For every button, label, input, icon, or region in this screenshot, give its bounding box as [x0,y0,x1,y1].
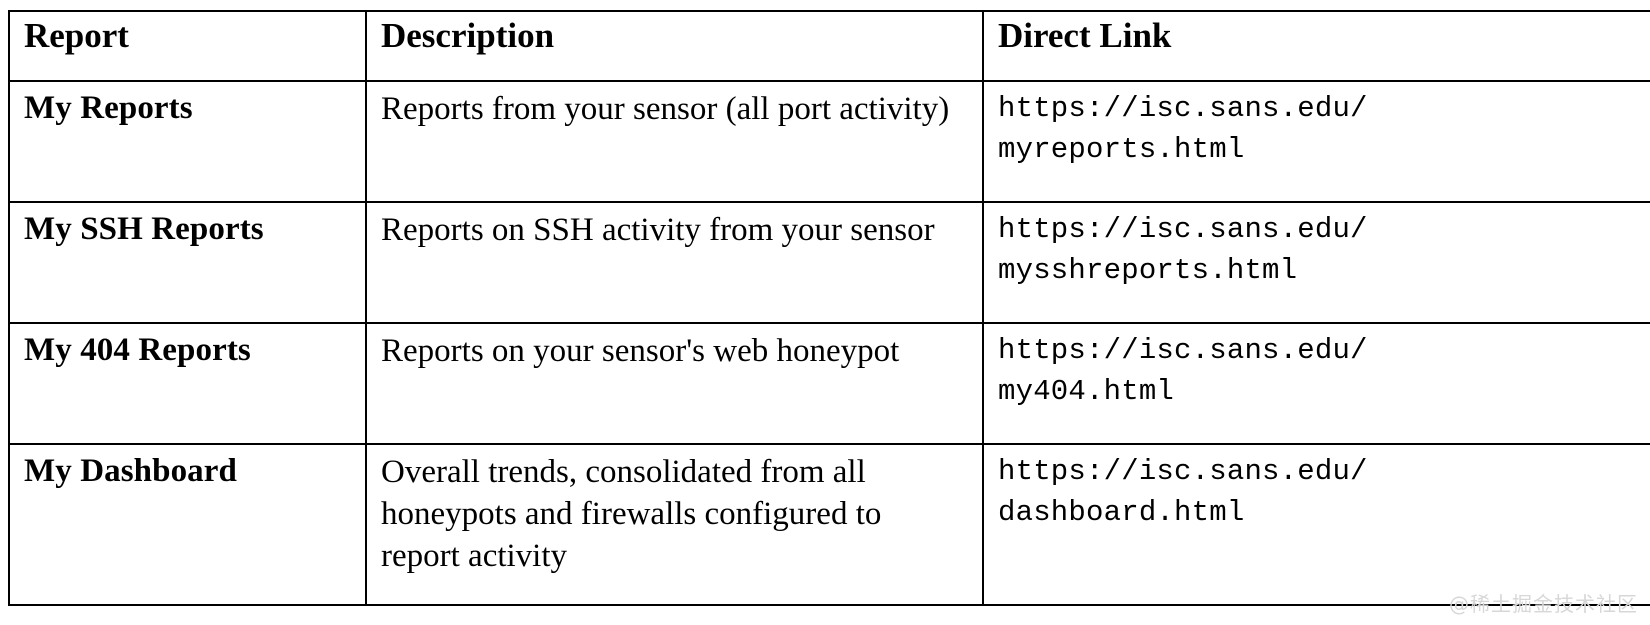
cell-report-link[interactable]: https://isc.sans.edu/ mysshreports.html [982,201,1650,324]
cell-report-name: My Dashboard [8,443,367,606]
column-header-direct-link: Direct Link [982,10,1650,82]
watermark: @稀土掘金技术社区 [1449,592,1638,616]
cell-report-name: My SSH Reports [8,201,367,324]
cell-report-name: My Reports [8,80,367,203]
column-header-description: Description [365,10,984,82]
reports-table: Report Description Direct Link My Report… [8,10,1650,606]
table-row: My Dashboard Overall trends, consolidate… [8,443,1650,606]
table-row: My Reports Reports from your sensor (all… [8,80,1650,203]
table-body: My Reports Reports from your sensor (all… [8,80,1650,606]
cell-report-description: Reports on your sensor's web honeypot [365,322,984,445]
cell-report-description: Reports from your sensor (all port activ… [365,80,984,203]
table-row: My 404 Reports Reports on your sensor's … [8,322,1650,445]
cell-report-link[interactable]: https://isc.sans.edu/ myreports.html [982,80,1650,203]
column-header-report: Report [8,10,367,82]
cell-report-description: Reports on SSH activity from your sensor [365,201,984,324]
cell-report-description: Overall trends, consolidated from all ho… [365,443,984,606]
table-header-row: Report Description Direct Link [8,10,1650,82]
cell-report-link[interactable]: https://isc.sans.edu/ my404.html [982,322,1650,445]
cell-report-name: My 404 Reports [8,322,367,445]
cell-report-link[interactable]: https://isc.sans.edu/ dashboard.html [982,443,1650,606]
table-row: My SSH Reports Reports on SSH activity f… [8,201,1650,324]
table-header: Report Description Direct Link [8,10,1650,82]
